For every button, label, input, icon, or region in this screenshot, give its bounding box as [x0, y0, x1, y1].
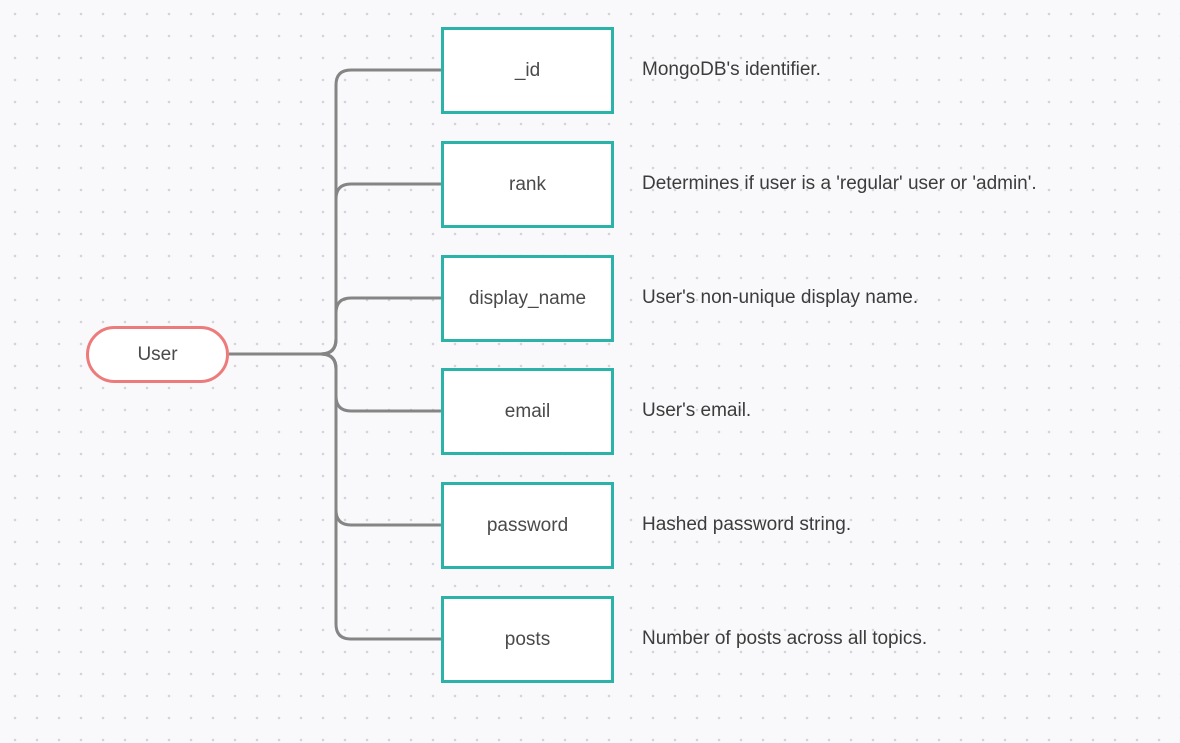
field-node-label: password — [486, 514, 569, 536]
field-node-password[interactable]: password — [441, 482, 614, 569]
field-description-posts: Number of posts across all topics. — [642, 628, 928, 649]
field-node-rank[interactable]: rank — [441, 141, 614, 228]
field-node-label: rank — [509, 173, 546, 195]
connector-field-id — [320, 68, 441, 356]
field-description-email: User's email. — [642, 400, 752, 421]
field-description-display-name: User's non-unique display name. — [642, 287, 919, 308]
connector-field-password — [320, 352, 441, 527]
field-description-password: Hashed password string. — [642, 514, 852, 535]
connector-field-posts — [320, 352, 441, 641]
connector-field-rank — [320, 182, 441, 356]
field-node-posts[interactable]: posts — [441, 596, 614, 683]
field-node-label: display_name — [468, 287, 587, 309]
field-node-email[interactable]: email — [441, 368, 614, 455]
connector-field-display-name — [320, 296, 441, 356]
field-description-id: MongoDB's identifier. — [642, 59, 821, 80]
field-node-label: email — [504, 400, 551, 422]
field-node-label: posts — [504, 628, 551, 650]
root-node-label: User — [137, 343, 178, 365]
field-node-label: _id — [514, 59, 541, 81]
root-node-user[interactable]: User — [86, 326, 229, 383]
field-node-display-name[interactable]: display_name — [441, 255, 614, 342]
field-node-id[interactable]: _id — [441, 27, 614, 114]
field-description-rank: Determines if user is a 'regular' user o… — [642, 173, 1037, 194]
connector-field-email — [320, 352, 441, 413]
